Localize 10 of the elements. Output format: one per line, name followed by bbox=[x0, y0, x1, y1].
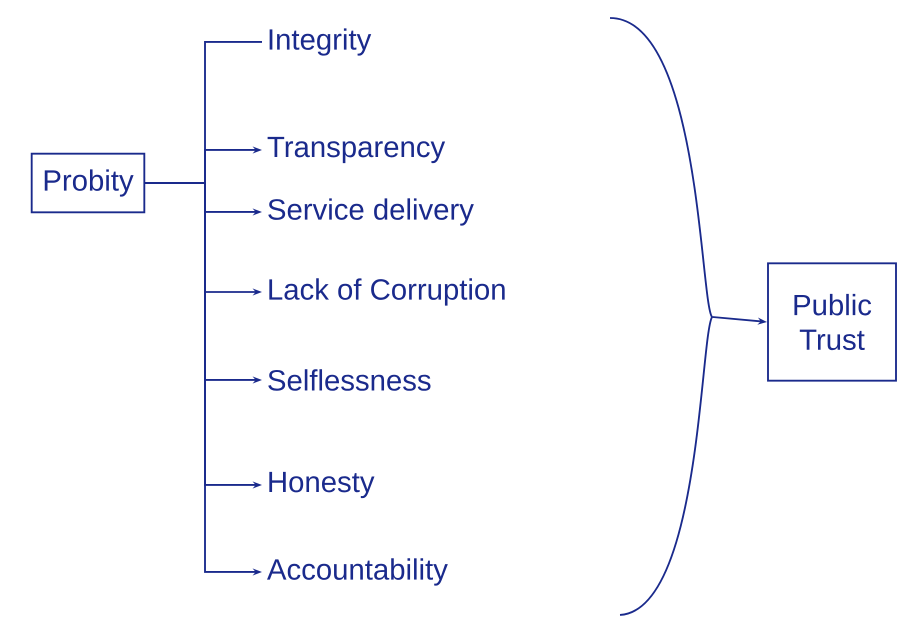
item-text: Transparency bbox=[268, 136, 446, 164]
item-text: Selflessness bbox=[268, 369, 431, 391]
process-box: Public Trust bbox=[767, 262, 897, 382]
process-box: Probity bbox=[30, 152, 146, 214]
item-text: Lack of Corruption bbox=[269, 278, 505, 306]
item-text: Accountability bbox=[267, 558, 448, 586]
curly-brace bbox=[610, 17, 713, 616]
item-text: Service delivery bbox=[268, 198, 474, 226]
item-text: Integrity bbox=[270, 28, 372, 56]
item-text: Honesty bbox=[269, 472, 374, 498]
